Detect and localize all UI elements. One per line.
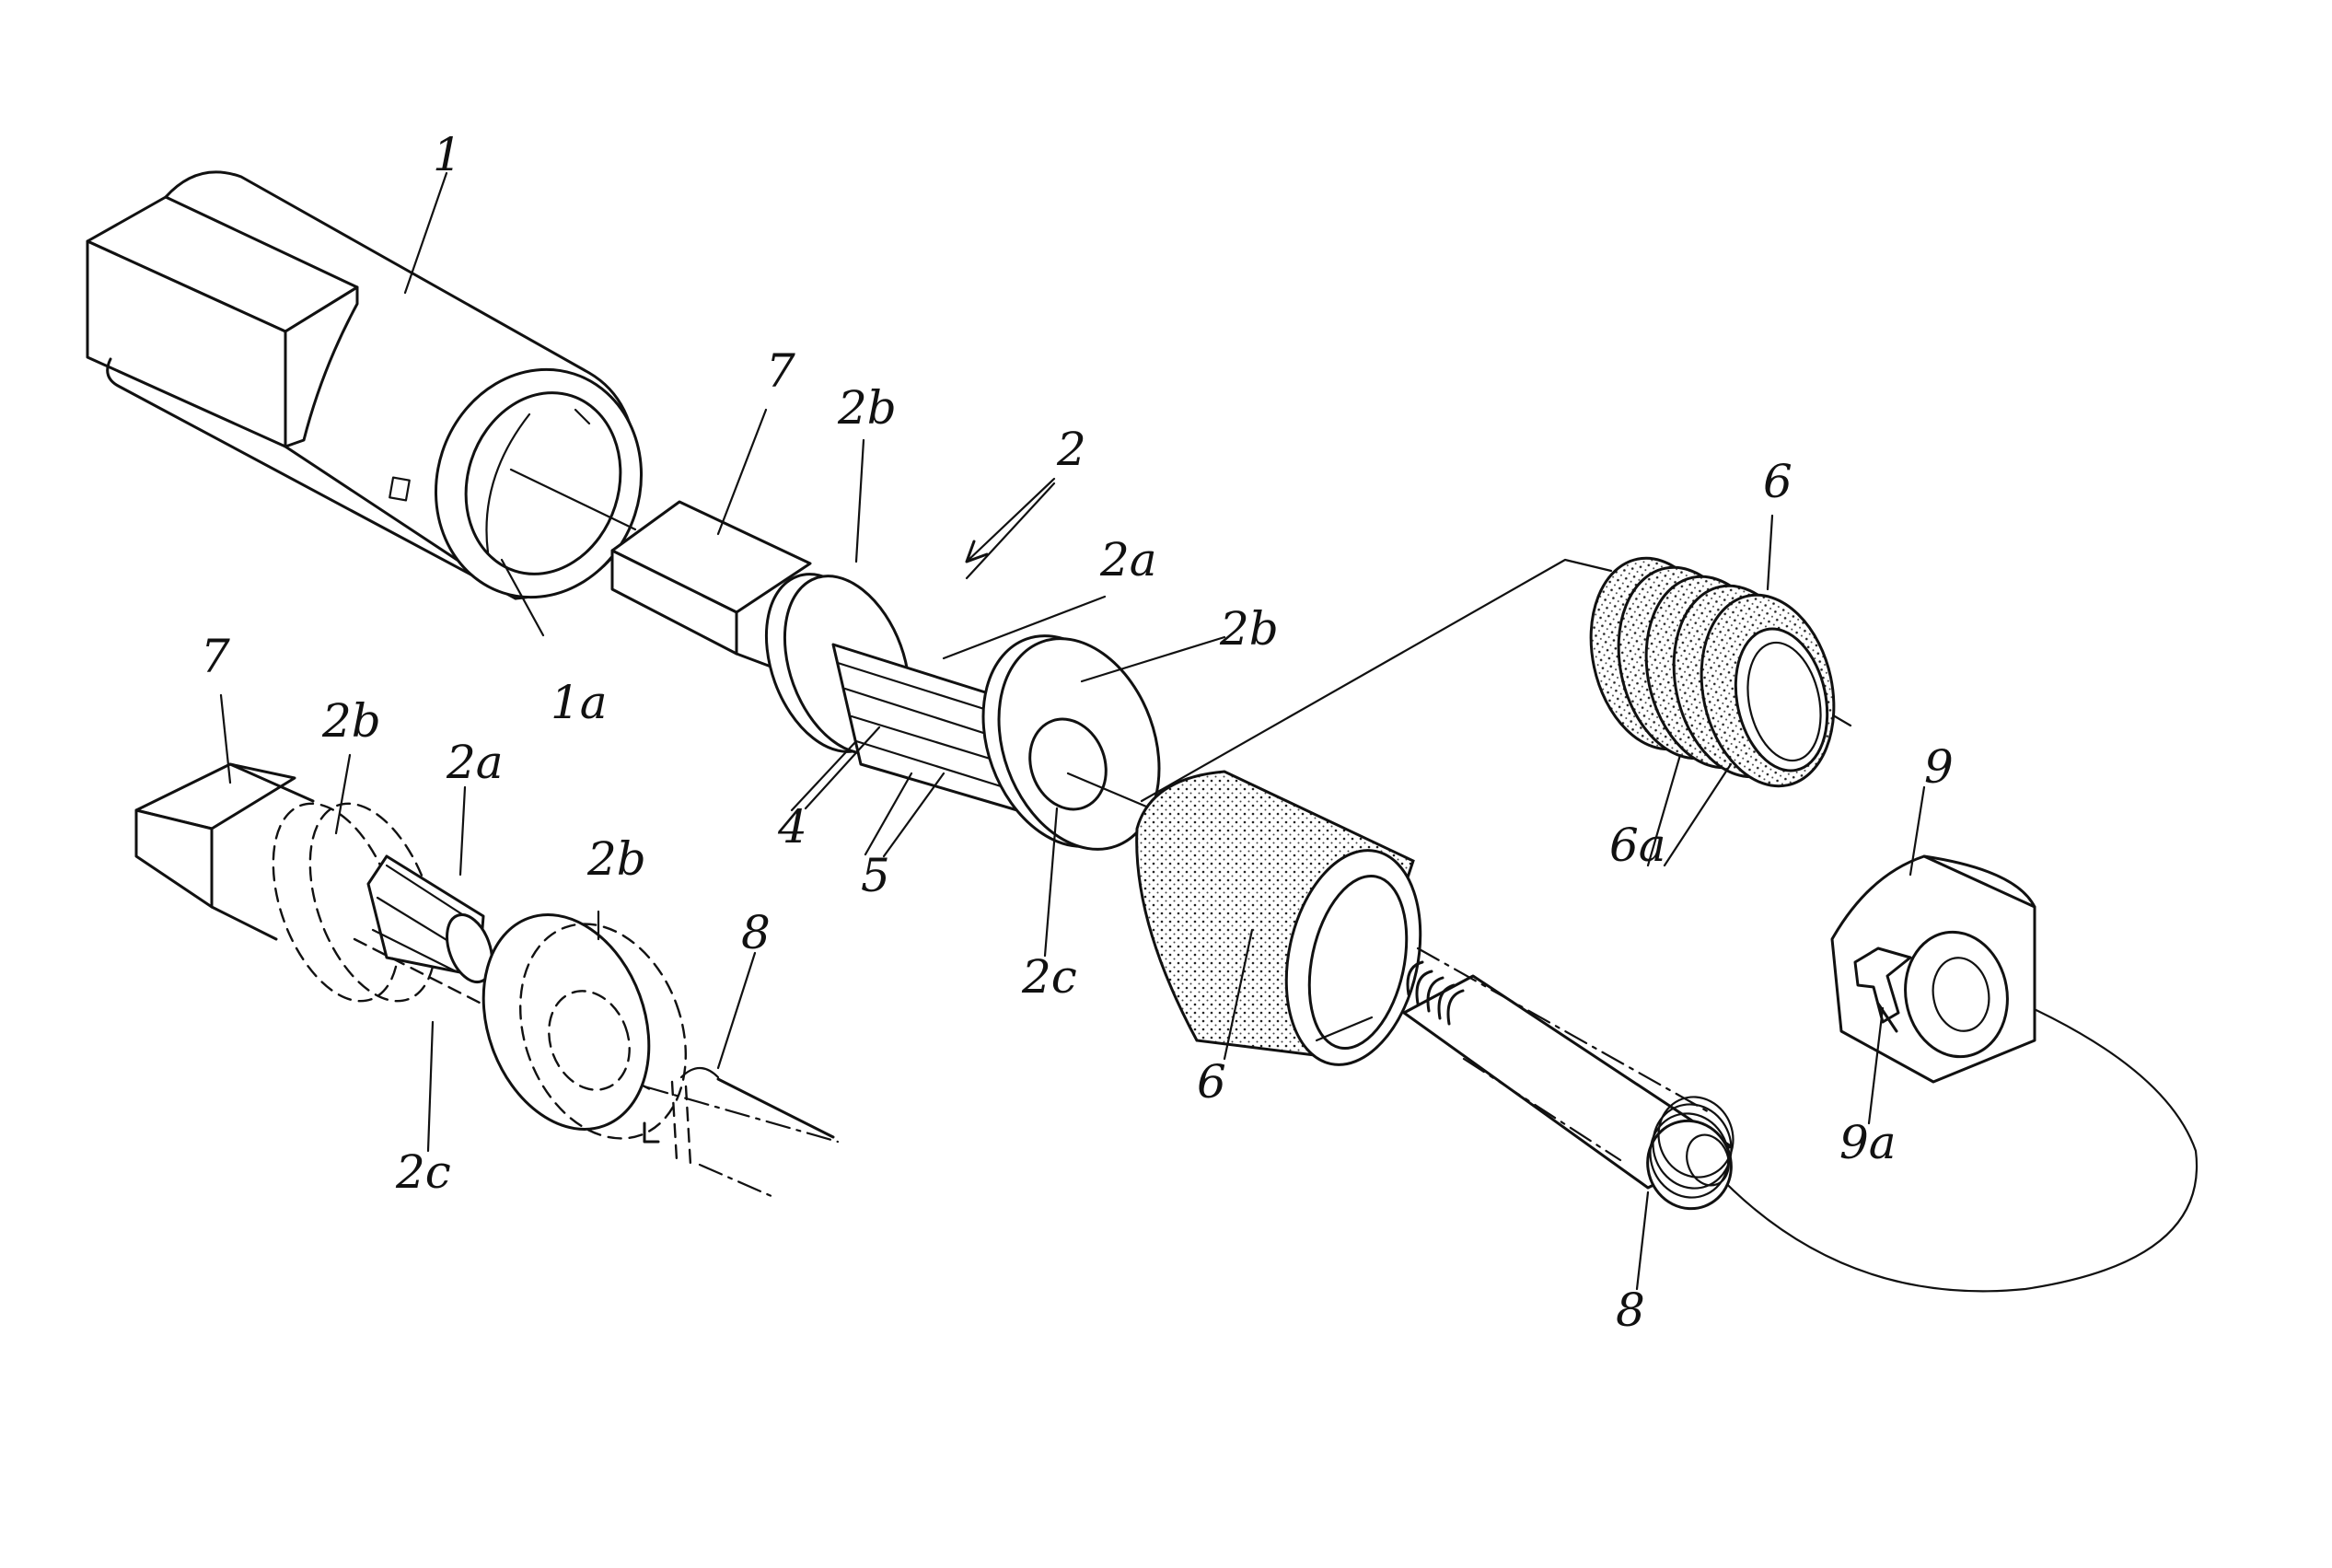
spring-shaft-right — [1404, 948, 1745, 1220]
label-spring-left: 8 — [741, 906, 771, 959]
label-assembly: 2 — [1056, 423, 1086, 476]
housing-part — [87, 172, 670, 624]
label-spring-right: 8 — [1616, 1283, 1645, 1337]
label-flange-left-b: 2b — [586, 832, 646, 886]
label-sleeve-body: 2a — [1099, 533, 1157, 587]
label-cap: 9 — [1924, 740, 1954, 794]
label-housing: 1 — [433, 128, 462, 181]
label-slit-5: 5 — [861, 849, 890, 902]
cap-part — [1832, 856, 2035, 1082]
label-cap-key: 9a — [1839, 1116, 1897, 1169]
sleeve-assembly-top — [744, 557, 1188, 872]
label-flange-top-right: 2b — [1219, 602, 1279, 656]
label-bore-left: 2c — [395, 1145, 451, 1199]
label-housing-bore: 1a — [551, 676, 608, 729]
sleeve-coil-part — [1137, 772, 1439, 1077]
label-shaft-top: 7 — [766, 344, 795, 398]
label-coil-turns: 6a — [1609, 819, 1666, 872]
inset-sleeve-view — [136, 764, 838, 1197]
label-coil-top: 6 — [1763, 455, 1793, 508]
assembly-arrow — [967, 479, 1054, 562]
label-slit-4: 4 — [777, 800, 807, 854]
label-sleeve-coil: 6 — [1197, 1055, 1226, 1109]
label-bore-top: 2c — [1021, 950, 1077, 1004]
coil-top-part — [1574, 546, 1851, 799]
label-sleeve-body-left: 2a — [446, 736, 504, 789]
label-flange-left-a: 2b — [321, 694, 381, 748]
label-shaft-left: 7 — [201, 630, 230, 683]
label-flange-top-left: 2b — [837, 381, 897, 435]
